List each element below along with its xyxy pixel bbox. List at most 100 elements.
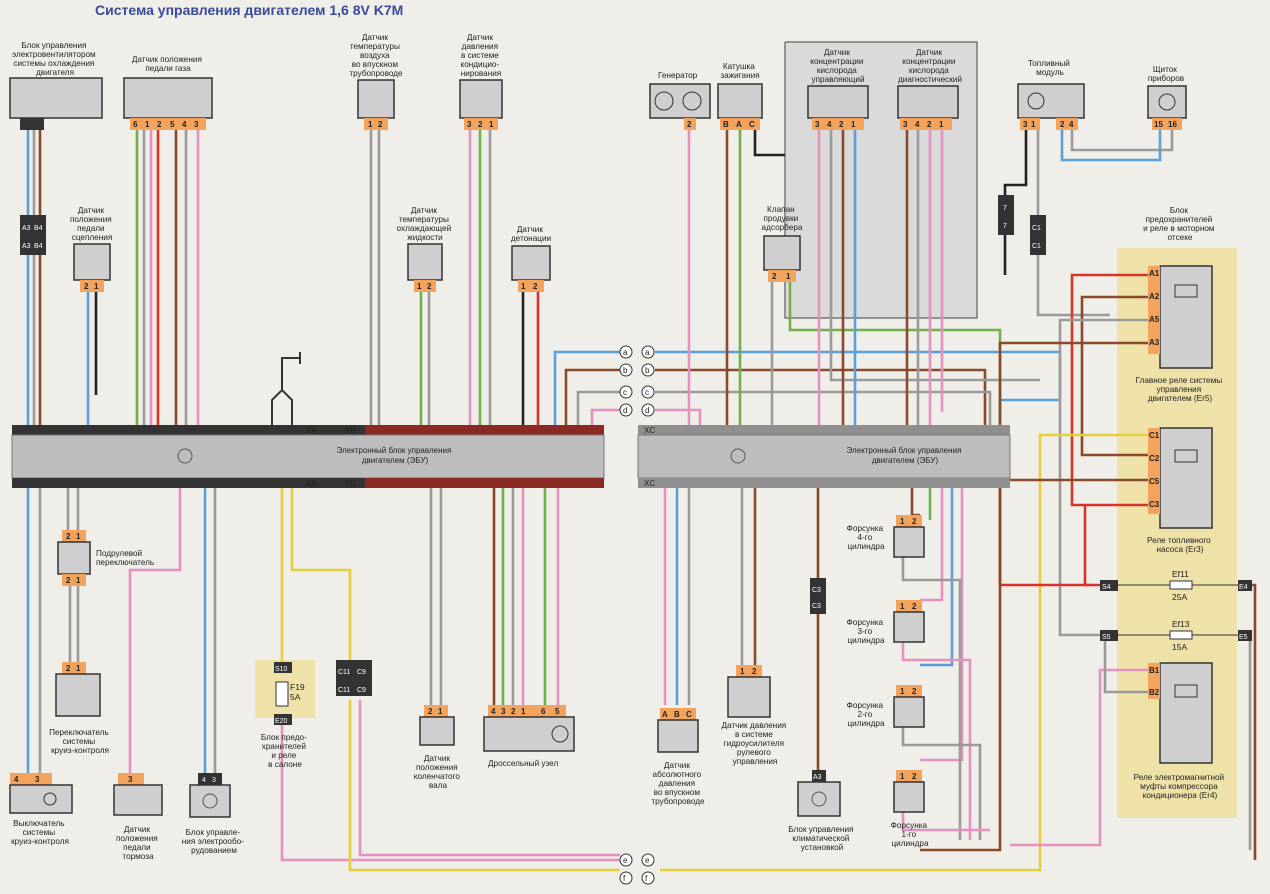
svg-text:c: c	[623, 388, 627, 397]
svg-text:5: 5	[170, 120, 175, 129]
svg-text:1: 1	[1031, 120, 1036, 129]
svg-text:C5: C5	[1149, 477, 1160, 486]
svg-text:4: 4	[14, 775, 19, 784]
o2-sensor-diag: Датчик концентрации кислорода диагностич…	[897, 48, 962, 130]
svg-text:16: 16	[1168, 120, 1177, 129]
eps-ecu-label: Блок управле- ния электрообо- рудованием	[182, 828, 246, 855]
injector-2-label: Форсунка 2-го цилиндра	[847, 701, 886, 728]
svg-text:3: 3	[815, 120, 820, 129]
fan-ecu: Блок управления электровентилятором сист…	[9, 41, 103, 130]
map-sensor-label: Датчик абсолютного давления во впускном …	[651, 761, 705, 806]
air-temp-label: Датчик температуры воздуха во впускном т…	[349, 33, 403, 78]
svg-text:C3: C3	[812, 587, 821, 594]
injector-3-label: Форсунка 3-го цилиндра	[847, 618, 886, 645]
svg-text:C3: C3	[812, 603, 821, 610]
svg-text:3: 3	[501, 707, 506, 716]
brake-sensor: 3 Датчик положения педали тормоза	[113, 773, 163, 861]
svg-text:C9: C9	[357, 687, 366, 694]
svg-text:B: B	[674, 710, 680, 719]
svg-text:e: e	[623, 856, 628, 865]
fuse-box-label: Блок предохранителей и реле в моторном о…	[1143, 206, 1217, 242]
main-relay-label: Главное реле системы управления двигател…	[1136, 376, 1225, 403]
svg-text:B2: B2	[1149, 688, 1160, 697]
fuel-module-label: Топливный модуль	[1028, 59, 1072, 77]
ac-pressure-sensor: Датчик давления в системе кондицио- ниро…	[459, 33, 503, 130]
ps-pressure-label: Датчик давления в системе гидроусилителя…	[722, 721, 789, 766]
cabin-fuse-f19: S10 E20 F19 5A Блок предо- хранителей и …	[261, 662, 307, 769]
svg-text:1: 1	[900, 602, 905, 611]
svg-text:A5: A5	[1149, 315, 1160, 324]
svg-text:c: c	[645, 388, 649, 397]
svg-text:2: 2	[378, 120, 383, 129]
svg-text:2: 2	[912, 517, 917, 526]
svg-text:15A: 15A	[1172, 642, 1187, 652]
ecu-left: Электронный блок управления двигателем (…	[11, 425, 605, 488]
svg-text:E20: E20	[275, 718, 288, 725]
diagram-title: Система управления двигателем 1,6 8V K7M	[95, 2, 403, 18]
svg-text:2: 2	[511, 707, 516, 716]
ground-symbol	[271, 352, 301, 425]
svg-text:1: 1	[368, 120, 373, 129]
svg-text:1: 1	[786, 272, 791, 281]
xc-top-label: XC	[644, 426, 655, 435]
svg-text:2: 2	[428, 707, 433, 716]
svg-text:2: 2	[427, 282, 432, 291]
svg-text:3: 3	[212, 777, 216, 784]
fuel-pump-relay-label: Реле топливного насоса (Er3)	[1147, 536, 1213, 554]
svg-text:2: 2	[927, 120, 932, 129]
svg-text:15: 15	[1154, 120, 1163, 129]
svg-text:A1: A1	[1149, 269, 1160, 278]
ecu-left-label: Электронный блок управления двигателем (…	[336, 446, 453, 465]
svg-text:4: 4	[1069, 120, 1074, 129]
svg-text:S5: S5	[1102, 634, 1111, 641]
svg-text:d: d	[623, 406, 627, 415]
svg-text:a: a	[645, 348, 650, 357]
fuse-box: Блок предохранителей и реле в моторном о…	[1143, 206, 1217, 242]
svg-text:4: 4	[182, 120, 187, 129]
svg-text:1: 1	[76, 532, 81, 541]
generator: Генератор 2	[649, 71, 711, 130]
svg-text:f: f	[645, 874, 648, 883]
svg-text:f: f	[623, 874, 626, 883]
svg-text:2: 2	[66, 664, 71, 673]
svg-text:2: 2	[912, 602, 917, 611]
svg-text:1: 1	[521, 282, 526, 291]
svg-text:1: 1	[900, 687, 905, 696]
svg-text:4: 4	[915, 120, 920, 129]
crank-sensor-label: Датчик положения коленчатого вала	[414, 754, 462, 790]
svg-text:3: 3	[128, 775, 133, 784]
cruise-off-label: Выключатель системы круиз-контроля	[11, 819, 69, 846]
svg-text:A: A	[736, 120, 742, 129]
svg-text:2: 2	[772, 272, 777, 281]
svg-text:3: 3	[35, 775, 40, 784]
svg-text:7: 7	[1003, 223, 1007, 230]
svg-text:B4: B4	[34, 243, 43, 250]
svg-text:C2: C2	[1149, 454, 1160, 463]
svg-text:A3: A3	[1149, 338, 1160, 347]
svg-text:1: 1	[900, 772, 905, 781]
svg-text:2: 2	[912, 687, 917, 696]
svg-text:C1: C1	[1032, 243, 1041, 250]
svg-text:C1: C1	[1149, 431, 1160, 440]
svg-text:B1: B1	[1149, 666, 1160, 675]
svg-text:A2: A2	[1149, 292, 1160, 301]
svg-text:F19: F19	[290, 682, 305, 692]
svg-text:5A: 5A	[290, 692, 301, 702]
svg-text:B: B	[723, 120, 729, 129]
climate-ecu-label: Блок управления климатической установкой	[788, 825, 856, 852]
svg-text:b: b	[645, 366, 650, 375]
svg-text:3: 3	[467, 120, 472, 129]
svg-text:6: 6	[541, 707, 546, 716]
